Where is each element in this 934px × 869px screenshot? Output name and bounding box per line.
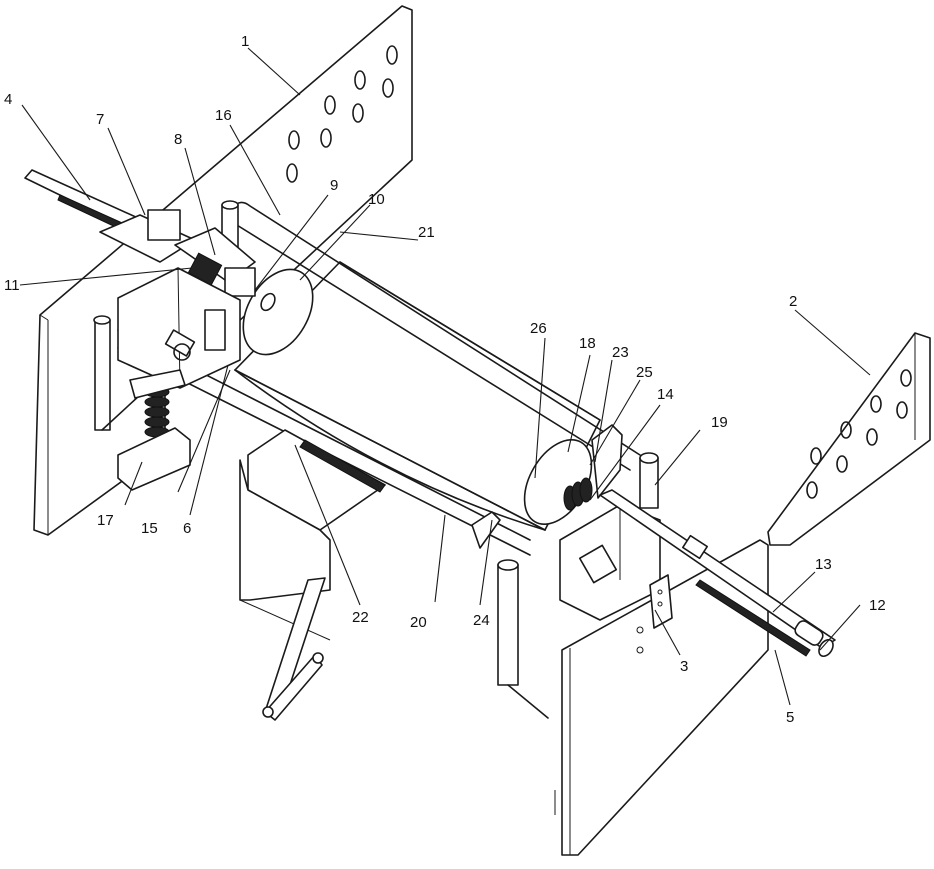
label-6: 6 — [183, 520, 191, 537]
label-25: 25 — [636, 364, 653, 381]
label-18: 18 — [579, 335, 596, 352]
label-24: 24 — [473, 612, 490, 629]
label-14: 14 — [657, 386, 674, 403]
label-2: 2 — [789, 293, 797, 310]
label-9: 9 — [330, 177, 338, 194]
label-15: 15 — [141, 520, 158, 537]
label-8: 8 — [174, 131, 182, 148]
label-3: 3 — [680, 658, 688, 675]
label-12: 12 — [869, 597, 886, 614]
label-13: 13 — [815, 556, 832, 573]
label-16: 16 — [215, 107, 232, 124]
label-19: 19 — [711, 414, 728, 431]
label-4: 4 — [4, 91, 12, 108]
right-upright-tube — [640, 453, 658, 508]
label-22: 22 — [352, 609, 369, 626]
front-lever-mechanism — [240, 430, 385, 720]
label-11: 11 — [4, 277, 20, 294]
label-20: 20 — [410, 614, 427, 631]
label-5: 5 — [786, 709, 794, 726]
label-23: 23 — [612, 344, 629, 361]
label-10: 10 — [368, 191, 385, 208]
label-17: 17 — [97, 512, 114, 529]
label-7: 7 — [96, 111, 104, 128]
right-mounting-plate — [768, 333, 930, 545]
label-26: 26 — [530, 320, 547, 337]
label-21: 21 — [418, 224, 435, 241]
label-1: 1 — [241, 33, 249, 50]
